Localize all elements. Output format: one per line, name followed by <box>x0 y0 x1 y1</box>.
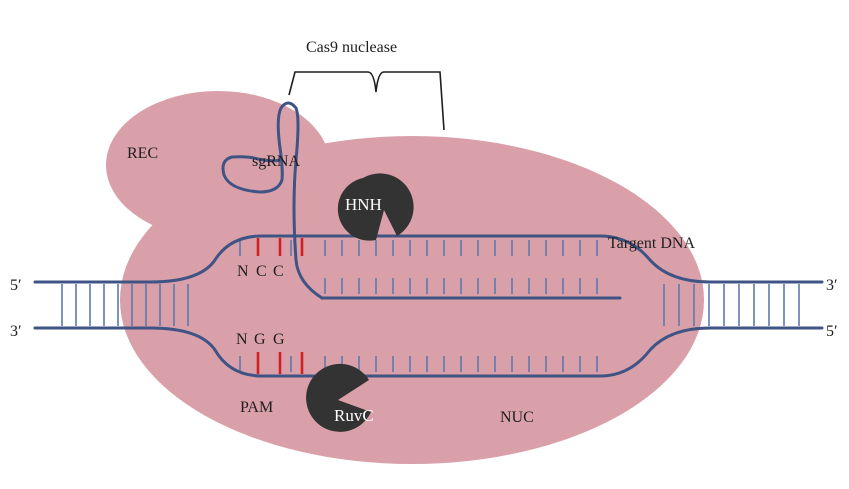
top-seq-base-2: C <box>256 263 267 280</box>
ruvc-domain <box>306 363 371 432</box>
bottom-strand <box>33 326 824 378</box>
cas9-bracket <box>288 71 445 131</box>
right-top-end-label: 3′ <box>826 277 838 294</box>
cas9-protein-body <box>106 91 704 464</box>
lobe-joint <box>160 155 340 245</box>
left-bottom-end-label: 3′ <box>10 323 22 340</box>
cas9-title: Cas9 nuclease <box>306 39 397 56</box>
bottom-seq-base-2: G <box>254 331 266 348</box>
rec-label: REC <box>127 145 158 162</box>
hnh-label: HNH <box>345 195 382 214</box>
pam-label: PAM <box>240 399 273 416</box>
dna-strands <box>33 234 824 378</box>
sgrna-label: sgRNA <box>252 153 300 170</box>
dna-rungs <box>61 238 800 374</box>
right-bottom-end-label: 5′ <box>826 323 838 340</box>
top-seq-base-3: C <box>273 263 284 280</box>
top-seq-base-1: N <box>237 263 249 280</box>
bottom-seq-base-3: G <box>273 331 285 348</box>
target-dna-label: Targent DNA <box>608 235 695 252</box>
ruvc-label: RuvC <box>334 406 374 425</box>
left-top-end-label: 5′ <box>10 277 22 294</box>
hnh-domain <box>337 173 414 241</box>
bottom-seq-base-1: N <box>236 331 248 348</box>
sgrna-strand <box>221 101 324 300</box>
top-strand <box>33 234 824 284</box>
nuc-label: NUC <box>500 409 534 426</box>
